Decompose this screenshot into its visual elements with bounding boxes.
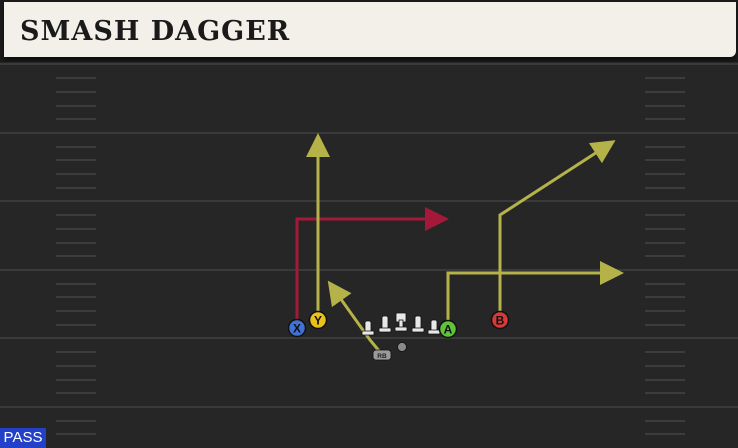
route-a	[446, 261, 624, 328]
center-icon	[394, 312, 408, 332]
title-banner: SMASH DAGGER	[4, 2, 736, 57]
yard-lines	[0, 63, 738, 408]
header: SMASH DAGGER	[0, 0, 738, 62]
player-a-label: A	[444, 323, 453, 337]
player-b-label: B	[496, 314, 505, 328]
play-type-badge: PASS	[0, 428, 46, 448]
player-rb[interactable]: RB	[372, 349, 392, 361]
player-x[interactable]: X	[287, 318, 307, 338]
hash-marks-left	[56, 77, 96, 435]
quarterback-marker	[397, 342, 407, 352]
player-x-label: X	[293, 322, 301, 336]
play-diagram: RB X Y A B	[0, 63, 738, 435]
lineman-icon	[427, 319, 441, 335]
lineman-icon	[361, 320, 375, 336]
route-x	[295, 207, 449, 328]
player-rb-label: RB	[377, 353, 387, 360]
player-y-label: Y	[314, 314, 322, 328]
play-title: SMASH DAGGER	[20, 16, 291, 47]
player-a[interactable]: A	[438, 319, 458, 339]
route-b	[498, 140, 616, 320]
lineman-icon	[378, 315, 392, 333]
hash-marks-right	[645, 77, 685, 435]
player-b[interactable]: B	[490, 310, 510, 330]
route-rb	[327, 280, 382, 353]
player-y[interactable]: Y	[308, 310, 328, 330]
lineman-icon	[411, 315, 425, 333]
offensive-line	[361, 312, 441, 336]
football-field	[0, 62, 738, 448]
